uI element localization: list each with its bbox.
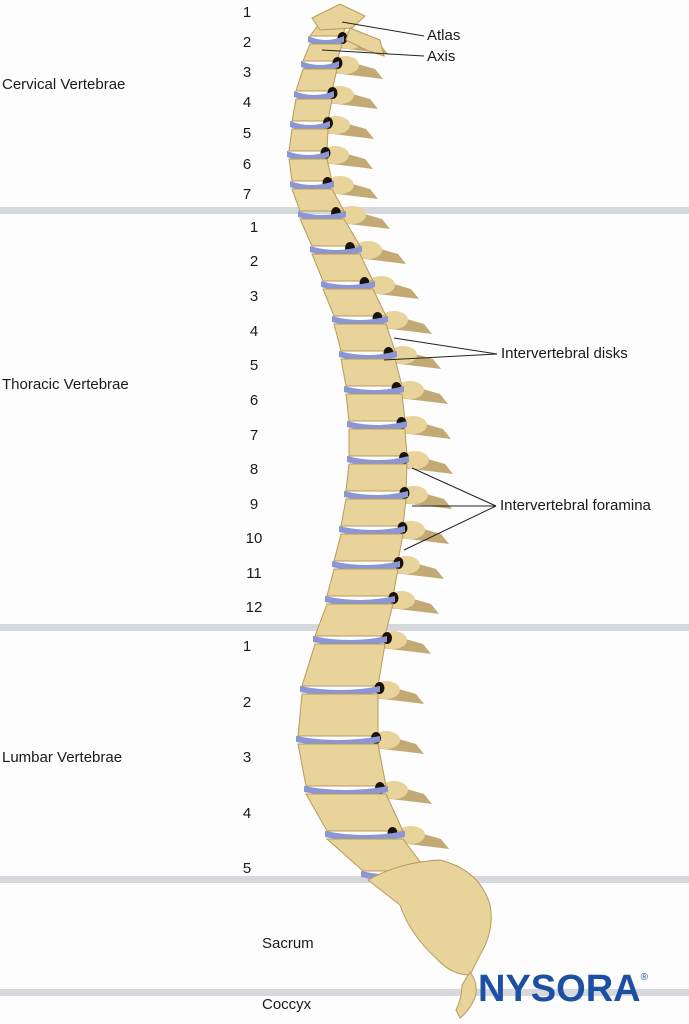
- coccyx: [455, 971, 477, 1019]
- registered-mark: ®: [640, 972, 648, 983]
- callout-leader-lines: [321, 21, 498, 551]
- vertebra-number-lumbar-5: 5: [242, 860, 252, 877]
- leader-disk-lower: [383, 353, 498, 361]
- vertebra-number-thoracic-7: 7: [249, 427, 259, 444]
- vertebra-number-cervical-5: 5: [242, 125, 252, 142]
- transverse-process: [338, 206, 366, 224]
- vertebra-number-thoracic-3: 3: [249, 288, 259, 305]
- vertebra-number-thoracic-1: 1: [249, 219, 259, 236]
- vertebra-number-lumbar-1: 1: [242, 638, 252, 655]
- vertebral-body: [340, 358, 403, 387]
- atlas-vertebra: [311, 3, 366, 31]
- vertebra-number-thoracic-4: 4: [249, 323, 259, 340]
- region-label-sacrum: Sacrum: [262, 935, 314, 952]
- callout-atlas: Atlas: [427, 27, 461, 44]
- region-label-cervical: Cervical Vertebrae: [2, 76, 126, 93]
- vertebra-number-thoracic-12: 12: [245, 599, 263, 616]
- logo-name: NYSORA: [478, 968, 641, 1010]
- vertebra-number-thoracic-9: 9: [249, 496, 259, 513]
- callout-intervertebral-disks: Intervertebral disks: [501, 345, 628, 362]
- vertebral-body: [291, 188, 345, 212]
- transverse-process: [354, 241, 382, 259]
- vertebral-body: [348, 428, 408, 457]
- vertebra-number-cervical-2: 2: [242, 34, 252, 51]
- transverse-process: [396, 381, 424, 399]
- vertebral-body: [340, 498, 407, 527]
- vertebra-number-cervical-7: 7: [242, 186, 252, 203]
- nysora-logo: NYSORA®: [478, 968, 648, 1011]
- vertebra-number-cervical-6: 6: [242, 156, 252, 173]
- sacrum: [367, 859, 492, 976]
- region-label-lumbar: Lumbar Vertebrae: [2, 749, 123, 766]
- vertebral-body: [322, 288, 387, 317]
- transverse-process: [380, 781, 408, 799]
- divider-sacrum-coccyx: [0, 989, 689, 996]
- vertebra-number-lumbar-3: 3: [242, 749, 252, 766]
- callout-axis: Axis: [427, 48, 456, 65]
- vertebra-number-thoracic-2: 2: [249, 253, 259, 270]
- vertebral-body: [333, 323, 396, 352]
- region-label-coccyx: Coccyx: [262, 996, 312, 1013]
- vertebral-column: [287, 3, 492, 1019]
- callout-intervertebral-foramina: Intervertebral foramina: [500, 497, 651, 514]
- vertebral-body: [326, 568, 399, 597]
- vertebra-number-thoracic-6: 6: [249, 392, 259, 409]
- vertebra-number-thoracic-5: 5: [249, 357, 259, 374]
- vertebral-body: [311, 253, 374, 282]
- region-label-thoracic: Thoracic Vertebrae: [2, 376, 129, 393]
- divider-lumbar-sacrum: [0, 876, 689, 883]
- vertebral-body: [314, 603, 394, 637]
- vertebral-body: [345, 463, 408, 492]
- vertebra-number-lumbar-2: 2: [242, 694, 252, 711]
- vertebra-number-cervical-3: 3: [242, 64, 252, 81]
- leader-atlas: [341, 21, 425, 37]
- transverse-process: [367, 276, 395, 294]
- vertebral-body: [299, 218, 361, 247]
- transverse-process: [326, 176, 354, 194]
- vertebra-number-thoracic-11: 11: [246, 565, 262, 582]
- vertebral-body: [297, 743, 387, 787]
- leader-foramen-upper: [411, 467, 497, 507]
- vertebral-body: [297, 693, 379, 737]
- vertebral-body: [305, 793, 404, 832]
- leader-axis: [321, 49, 425, 57]
- transverse-process: [380, 311, 408, 329]
- vertebra-number-thoracic-8: 8: [249, 461, 259, 478]
- vertebral-body: [333, 533, 404, 562]
- vertebral-body: [345, 393, 406, 422]
- leader-foramen-lower: [403, 505, 497, 551]
- vertebral-body: [301, 643, 386, 687]
- vertebra-number-cervical-4: 4: [242, 94, 252, 111]
- vertebra-number-thoracic-10: 10: [245, 530, 263, 547]
- leader-disk-upper: [393, 337, 498, 355]
- vertebra-number-lumbar-4: 4: [242, 805, 252, 822]
- vertebral-body: [288, 128, 329, 152]
- vertebra-number-cervical-1: 1: [242, 4, 252, 21]
